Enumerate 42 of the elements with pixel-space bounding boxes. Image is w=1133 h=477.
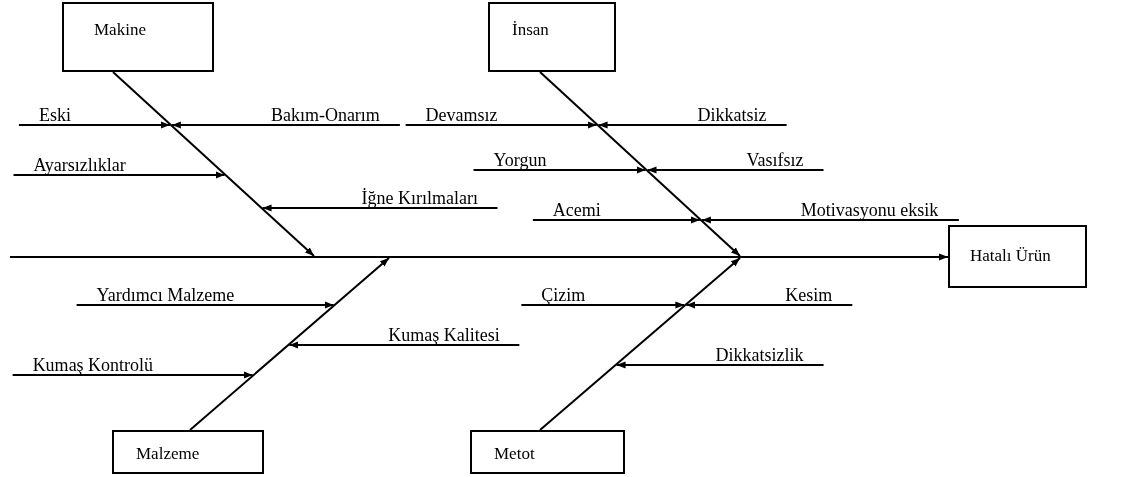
arrow — [646, 166, 825, 174]
effect-box: Hatalı Ürün — [948, 225, 1087, 288]
category-box: İnsan — [488, 2, 616, 72]
cause-label: Yardımcı Malzeme — [76, 285, 235, 305]
cause-label: Dikkatsiz — [697, 105, 787, 125]
cause-label: Eski — [18, 105, 71, 125]
cause-label: Kumaş Kalitesi — [388, 325, 520, 345]
bone-arrow — [189, 257, 390, 431]
cause-label: Kumaş Kontrolü — [12, 355, 154, 375]
category-box: Malzeme — [112, 430, 264, 474]
arrow — [597, 121, 788, 129]
cause-label: Bakım-Onarım — [270, 105, 400, 125]
arrow — [12, 171, 226, 179]
spine-arrow — [9, 253, 949, 261]
cause-label: Devamsız — [405, 105, 498, 125]
cause-label: Kesim — [785, 285, 853, 305]
cause-label: İğne Kırılmaları — [361, 188, 499, 208]
cause-label: Dikkatsizlik — [715, 345, 824, 365]
cause-label: Yorgun — [473, 150, 547, 170]
cause-label: Acemi — [532, 200, 601, 220]
arrow — [531, 216, 701, 224]
bone-arrow — [539, 71, 741, 257]
arrow — [170, 121, 401, 129]
bone-arrow — [539, 257, 741, 431]
cause-label: Çizim — [521, 285, 586, 305]
cause-label: Motivasyonu eksik — [800, 200, 959, 220]
arrow — [288, 341, 521, 349]
arrow — [472, 166, 647, 174]
arrow — [685, 301, 854, 309]
arrow — [615, 361, 825, 369]
arrow — [17, 121, 171, 129]
arrow — [520, 301, 686, 309]
arrow — [11, 371, 254, 379]
arrow — [404, 121, 598, 129]
category-box: Makine — [62, 2, 214, 72]
bone-arrow — [112, 71, 315, 257]
arrow — [261, 204, 499, 212]
category-box: Metot — [470, 430, 625, 474]
cause-label: Vasıfsız — [746, 150, 824, 170]
arrow — [700, 216, 960, 224]
cause-label: Ayarsızlıklar — [13, 155, 126, 175]
arrow — [75, 301, 335, 309]
